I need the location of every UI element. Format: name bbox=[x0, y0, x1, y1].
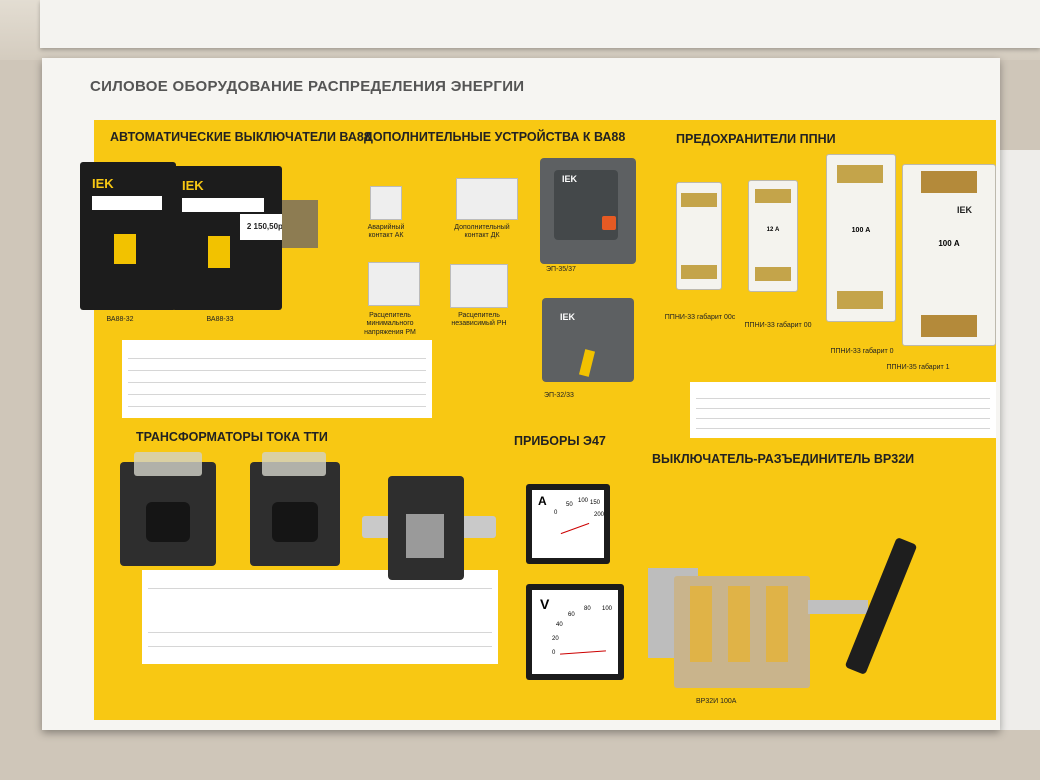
breaker-terminal-kit bbox=[282, 200, 318, 248]
current-transformer-1 bbox=[120, 452, 216, 566]
switch-pole-1 bbox=[690, 586, 712, 662]
section-title-transformers: ТРАНСФОРМАТОРЫ ТОКА ТТИ bbox=[136, 430, 328, 444]
accessory-rn-label: Расцепитель независимый РН bbox=[451, 312, 507, 328]
accessory-rm bbox=[368, 262, 420, 306]
fuse-ppni-0: 100 А bbox=[826, 154, 896, 322]
section-title-fuses: ПРЕДОХРАНИТЕЛИ ППНИ bbox=[676, 132, 836, 146]
accessory-ak-label: Аварийный контакт АК bbox=[367, 224, 405, 240]
voltmeter-dial: V 0 20 40 60 80 100 bbox=[532, 590, 618, 674]
motor-drive-ep-32-33-label: ЭП-32/33 bbox=[544, 392, 574, 399]
breaker-handle bbox=[114, 234, 136, 264]
switch-pole-2 bbox=[728, 586, 750, 662]
rating-plate bbox=[182, 198, 264, 212]
breaker-label-1: ВА88-32 bbox=[106, 316, 134, 323]
brand-logo: IEK bbox=[560, 312, 576, 322]
ct-busbar bbox=[406, 514, 444, 558]
accessory-dk bbox=[456, 178, 518, 220]
upper-display-board bbox=[40, 0, 1040, 48]
motor-drive-ep-32-33: IEK bbox=[542, 298, 634, 382]
yellow-panel: АВТОМАТИЧЕСКИЕ ВЫКЛЮЧАТЕЛИ ВА88 ДОПОЛНИТ… bbox=[80, 120, 996, 720]
fuse-label-00c: ППНИ-33 габарит 00с bbox=[664, 314, 736, 321]
accessory-ak bbox=[370, 186, 402, 220]
switch-shaft bbox=[808, 600, 868, 614]
brand-logo: IEK bbox=[182, 178, 204, 193]
voltmeter-needle bbox=[560, 650, 606, 655]
drive-handle bbox=[579, 349, 595, 377]
motor-drive-ep-35-37-label: ЭП-35/37 bbox=[546, 266, 576, 273]
section-title-accessories: ДОПОЛНИТЕЛЬНЫЕ УСТРОЙСТВА К ВА88 bbox=[364, 130, 626, 144]
brand-logo: IEK bbox=[562, 174, 578, 184]
switch-vr32i bbox=[674, 576, 810, 688]
section-title-switch: ВЫКЛЮЧАТЕЛЬ-РАЗЪЕДИНИТЕЛЬ ВР32И bbox=[652, 452, 915, 466]
accessory-rm-label: Расцепитель минимального напряжения РМ bbox=[364, 312, 416, 336]
breaker-handle bbox=[208, 236, 230, 268]
fuse-label-0: ППНИ-33 габарит 0 bbox=[830, 348, 894, 355]
voltmeter-e47: V 0 20 40 60 80 100 bbox=[526, 584, 624, 680]
accessory-dk-label: Дополнительный контакт ДК bbox=[454, 224, 510, 240]
breaker-va88-32: IEK bbox=[80, 162, 176, 310]
switch-label: ВР32И 100А bbox=[696, 698, 737, 705]
fuse-label-1: ППНИ-35 габарит 1 bbox=[886, 364, 950, 371]
section-title-meters: ПРИБОРЫ Э47 bbox=[514, 434, 606, 448]
voltmeter-symbol: V bbox=[540, 596, 550, 612]
breaker-label-2: ВА88-33 bbox=[206, 316, 234, 323]
section-title-breakers: АВТОМАТИЧЕСКИЕ ВЫКЛЮЧАТЕЛИ ВА88 bbox=[110, 130, 371, 144]
fuses-spec-table bbox=[690, 382, 996, 438]
fuse-ppni-00: 12 А bbox=[748, 180, 798, 292]
indicator-light bbox=[602, 216, 616, 230]
current-transformer-2 bbox=[250, 452, 340, 566]
fuse-ppni-1: IEK 100 А bbox=[902, 164, 996, 346]
ammeter-needle bbox=[560, 522, 590, 535]
accessory-rn bbox=[450, 264, 508, 308]
breakers-spec-table bbox=[122, 340, 432, 418]
rating-plate bbox=[92, 196, 162, 210]
transformers-spec-table bbox=[142, 570, 498, 664]
ammeter-dial: A 0 50 100 150 200 bbox=[532, 490, 604, 558]
fuse-ppni-00c bbox=[676, 182, 722, 290]
brand-logo: IEK bbox=[92, 176, 114, 191]
current-transformer-3 bbox=[388, 476, 464, 580]
display-board: СИЛОВОЕ ОБОРУДОВАНИЕ РАСПРЕДЕЛЕНИЯ ЭНЕРГ… bbox=[42, 58, 1000, 730]
ct-window bbox=[146, 502, 190, 542]
switch-pole-3 bbox=[766, 586, 788, 662]
board-title: СИЛОВОЕ ОБОРУДОВАНИЕ РАСПРЕДЕЛЕНИЯ ЭНЕРГ… bbox=[90, 78, 525, 95]
ct-window bbox=[272, 502, 318, 542]
motor-drive-ep-35-37: IEK bbox=[540, 158, 636, 264]
ammeter-e47: A 0 50 100 150 200 bbox=[526, 484, 610, 564]
fuse-label-00: ППНИ-33 габарит 00 bbox=[744, 322, 812, 329]
brand-logo: IEK bbox=[957, 205, 973, 215]
ammeter-symbol: A bbox=[538, 494, 547, 508]
